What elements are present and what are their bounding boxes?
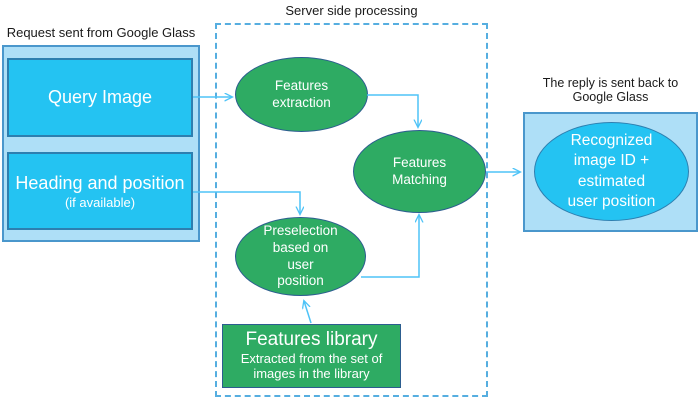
preselection-line3: user <box>287 256 314 272</box>
query-image-label: Query Image <box>47 87 153 107</box>
features-matching-node: Features Matching <box>353 130 486 213</box>
reply-group-label: The reply is sent back to Google Glass <box>521 76 700 105</box>
features-extraction-line2: extraction <box>272 94 331 110</box>
features-library-subtitle-line2: images in the library <box>253 366 370 382</box>
server-group-label: Server side processing <box>285 3 418 18</box>
features-extraction-node: Features extraction <box>235 57 368 132</box>
preselection-line4: position <box>277 273 324 289</box>
features-matching-line2: Matching <box>392 171 447 187</box>
heading-position-sublabel: (if available) <box>64 194 136 210</box>
heading-position-node: Heading and position (if available) <box>7 152 193 230</box>
result-line2: image ID + <box>573 152 650 170</box>
preselection-line2: based on <box>272 239 329 255</box>
reply-label-line1: The reply is sent back to <box>542 76 679 90</box>
preselection-line1: Preselection <box>263 222 338 238</box>
result-line3: estimated <box>577 172 646 190</box>
result-line4: user position <box>567 192 656 210</box>
preselection-node: Preselection based on user position <box>235 217 366 296</box>
heading-position-label: Heading and position <box>15 172 185 193</box>
reply-label-line2: Google Glass <box>572 90 649 105</box>
features-library-node: Features library Extracted from the set … <box>222 324 401 388</box>
features-matching-line1: Features <box>392 154 447 170</box>
request-group-label: Request sent from Google Glass <box>6 25 196 40</box>
result-line1: Recognized <box>570 132 653 150</box>
features-extraction-line1: Features <box>274 77 329 93</box>
query-image-node: Query Image <box>7 58 193 137</box>
features-library-title: Features library <box>245 328 378 350</box>
recognized-result-node: Recognized image ID + estimated user pos… <box>534 122 689 221</box>
features-library-subtitle-line1: Extracted from the set of <box>240 350 383 366</box>
